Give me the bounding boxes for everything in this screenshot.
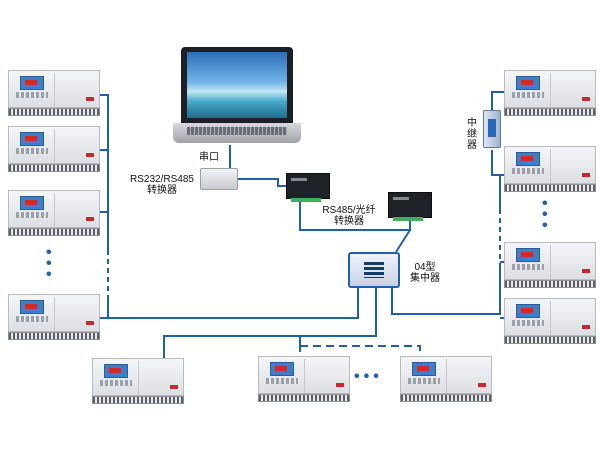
wire-left-bus (100, 94, 109, 250)
repeater-label: 中 继 器 (467, 118, 477, 151)
power-meter-icon (504, 70, 596, 116)
power-meter-icon (504, 298, 596, 344)
serial-port-label: 串口 (199, 152, 219, 163)
concentrator-label: 04型 集中器 (410, 262, 440, 284)
repeater-icon (483, 110, 501, 148)
fiber-converter-label: RS485/光纤 转换器 (322, 205, 376, 227)
rs232-converter-icon (200, 168, 238, 190)
fiber-converter-1-icon (286, 173, 330, 202)
wire-hub-to-right (391, 288, 501, 315)
power-meter-icon (504, 146, 596, 192)
wire-bottom-dash (300, 345, 421, 358)
power-meter-icon (8, 294, 100, 340)
power-meter-icon (258, 356, 350, 402)
power-meter-icon (504, 242, 596, 288)
wire-left-to-hub (108, 288, 359, 319)
left-ellipsis: • • • (46, 244, 52, 283)
right-ellipsis: • • • (542, 195, 548, 234)
power-meter-icon (400, 356, 492, 402)
concentrator-icon (348, 252, 400, 288)
wire-fiber1-to-fiber2 (299, 199, 411, 231)
bottom-ellipsis: ••• (354, 368, 383, 385)
laptop-icon (173, 47, 301, 145)
rs232-converter-label: RS232/RS485 转换器 (130, 174, 194, 196)
power-meter-icon (92, 358, 184, 404)
power-meter-icon (8, 190, 100, 236)
wire-fiber2-to-hub (395, 229, 411, 253)
wire-right-to-repeater (491, 91, 506, 110)
fiber-converter-2-icon (388, 192, 432, 221)
wire-rs232-to-fiber1 (238, 178, 286, 187)
wire-right-bus-top (491, 150, 501, 210)
power-meter-icon (8, 70, 100, 116)
power-meter-icon (8, 126, 100, 172)
wire-hub-to-bottom (163, 288, 377, 358)
